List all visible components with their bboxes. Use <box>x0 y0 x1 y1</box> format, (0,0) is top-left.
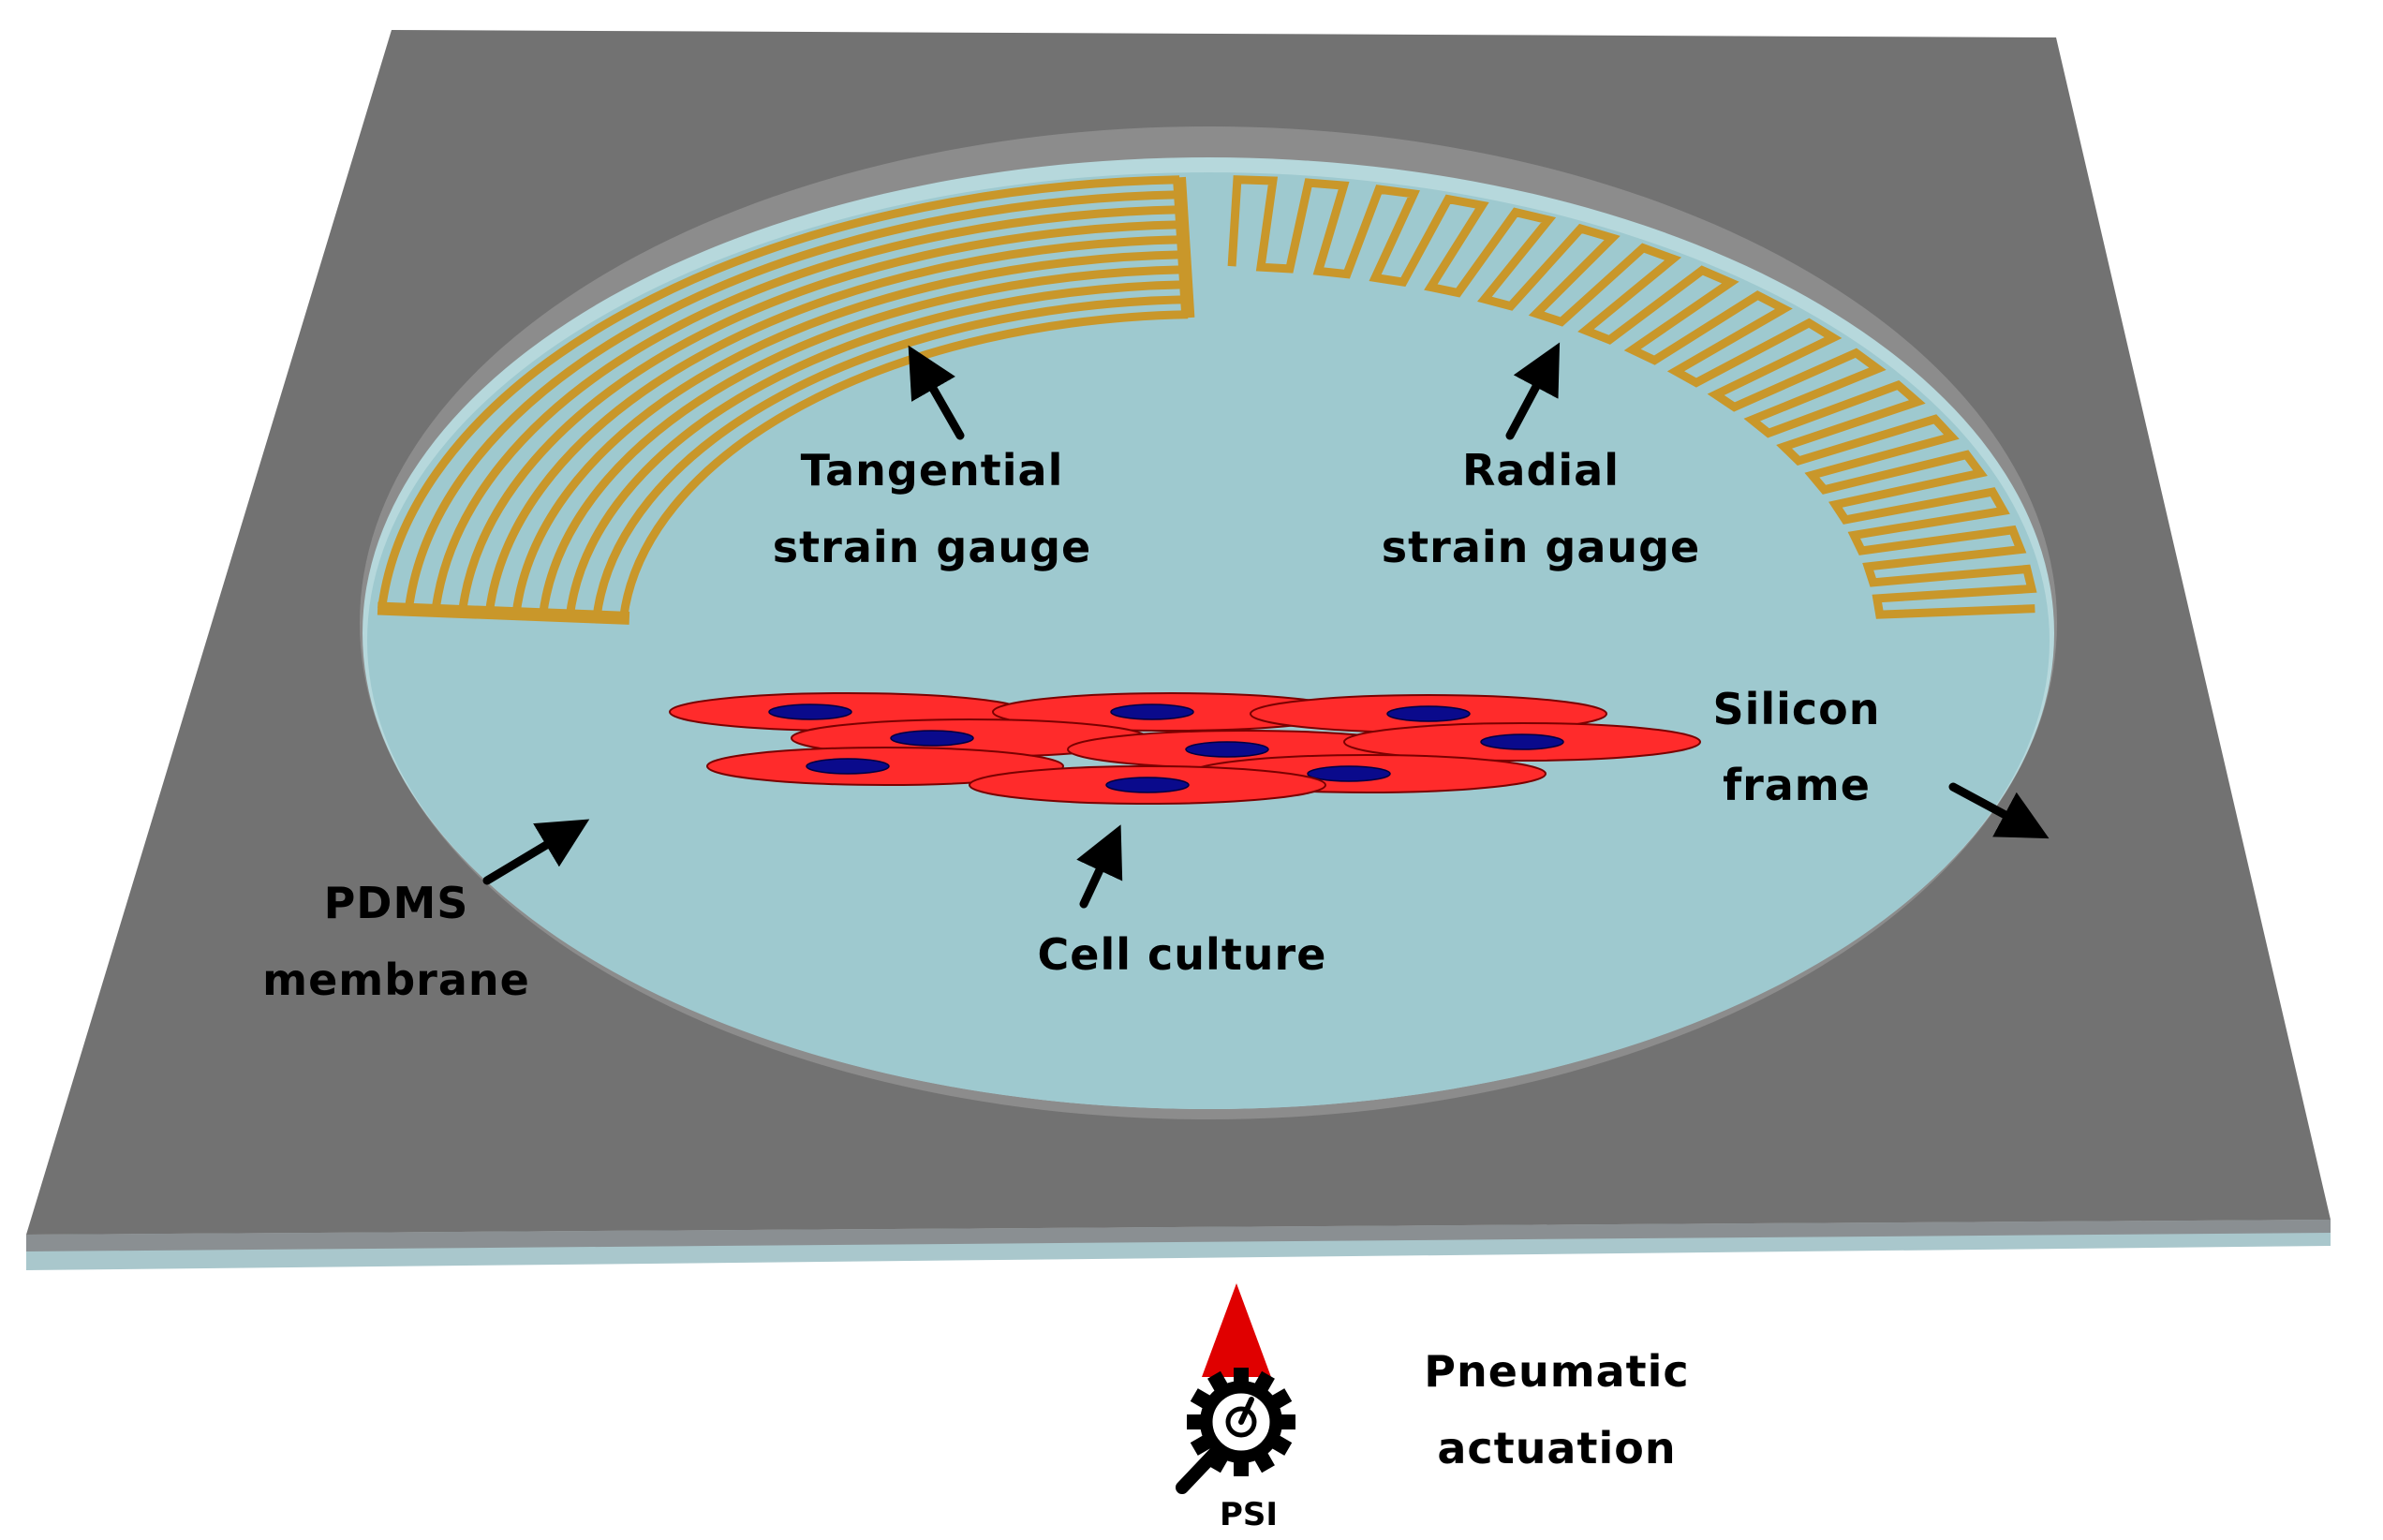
cell-culture-label: Cell culture <box>1038 929 1327 980</box>
tangential-arrow <box>908 345 965 440</box>
radial-arrow <box>1505 342 1561 440</box>
silicon-arrow <box>1948 782 2050 839</box>
tangential-label-line1: Tangential <box>801 445 1064 496</box>
red-triangle-arrow-icon <box>1202 1283 1271 1377</box>
radial-gauge-traces <box>1227 175 2037 619</box>
cell <box>706 747 1064 786</box>
cell <box>1343 722 1701 762</box>
pneumatic-label-line2: actuation <box>1437 1423 1676 1473</box>
tangential-gauge-pad-left <box>377 601 630 625</box>
pdms-arrow <box>482 819 590 885</box>
tangential-label-line2: strain gauge <box>773 522 1091 572</box>
tangential-gauge-pad-top <box>1172 176 1195 318</box>
radial-strain-gauge <box>1227 175 2037 619</box>
silicon-label-line2: frame <box>1723 760 1871 810</box>
pressure-gauge-icon: PSI <box>1176 1368 1295 1533</box>
frame-side-edge <box>26 1220 2331 1251</box>
radial-label-line1: Radial <box>1462 445 1620 496</box>
tangential-gauge-traces <box>377 175 1189 619</box>
cell-arrow <box>1076 824 1123 909</box>
radial-label-line2: strain gauge <box>1382 522 1700 572</box>
cell-culture-cluster <box>669 692 1701 805</box>
silicon-label-line1: Silicon <box>1712 684 1880 734</box>
pneumatic-label-line1: Pneumatic <box>1424 1346 1689 1397</box>
pdms-label-line1: PDMS <box>324 878 469 928</box>
annotation-arrows <box>482 342 2050 909</box>
tangential-strain-gauge <box>377 175 1195 625</box>
pdms-membrane <box>367 172 2050 1109</box>
pdms-label-line2: membrane <box>262 955 530 1005</box>
cell <box>969 765 1326 805</box>
cell <box>791 718 1148 758</box>
psi-label: PSI <box>1220 1496 1278 1533</box>
